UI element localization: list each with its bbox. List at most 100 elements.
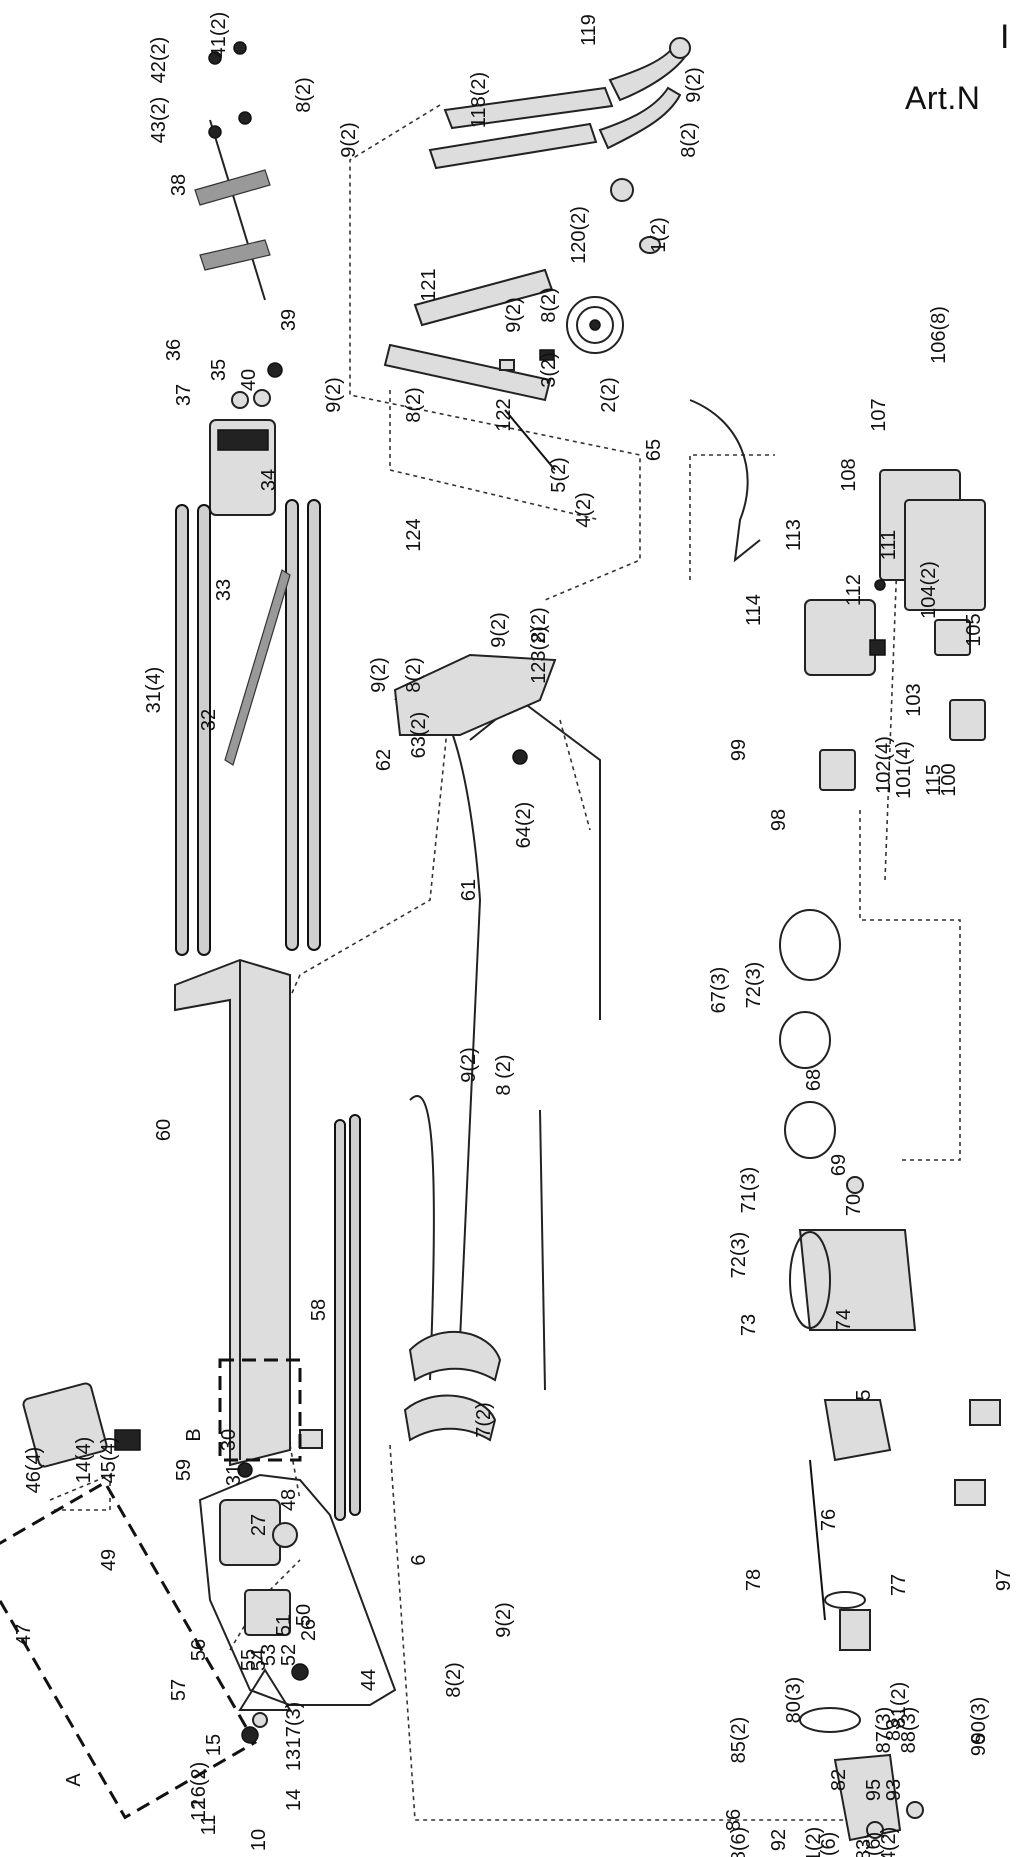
- part-label: 72(3): [743, 962, 765, 1009]
- main-body: [174, 958, 397, 1706]
- part-label: 47: [13, 1624, 35, 1646]
- part-label: 107: [868, 398, 890, 431]
- part-label: 32: [198, 709, 220, 731]
- part-label: 1(2): [648, 217, 670, 253]
- part-label: 59: [173, 1459, 195, 1481]
- part-label: 108: [838, 458, 860, 491]
- part-label: 69: [828, 1154, 850, 1176]
- part-label: 92: [768, 1829, 790, 1851]
- header-corner-glyph: I: [1000, 18, 1010, 56]
- part-label: 122: [493, 398, 515, 431]
- part-label: 115: [923, 764, 945, 796]
- part-label: 53: [258, 1644, 280, 1666]
- part-label: 8(2): [403, 657, 425, 693]
- part-label: 17(3): [283, 1702, 305, 1749]
- part-label: 89(6): [818, 1832, 840, 1857]
- article-number-label: Art.N: [905, 80, 981, 116]
- part-label: 9(2): [458, 1047, 480, 1083]
- part-label: 15: [203, 1734, 225, 1756]
- part-label: 90(3): [968, 1697, 990, 1744]
- motor-assembly: [779, 909, 1001, 1842]
- part-label: 94(2): [878, 1827, 900, 1857]
- part-label: 113: [783, 519, 805, 551]
- part-label: 95: [863, 1779, 885, 1801]
- part-label: 52: [278, 1644, 300, 1666]
- part-label: 104(2): [918, 561, 940, 619]
- upper-frame: [175, 41, 321, 956]
- part-label: 123(2): [528, 626, 550, 684]
- part-label: 44: [358, 1669, 380, 1691]
- part-label: 12: [188, 1799, 210, 1821]
- part-label: 74: [833, 1309, 855, 1331]
- part-label: 49: [98, 1549, 120, 1571]
- part-label: A: [63, 1773, 85, 1787]
- handle-assembly: [383, 37, 691, 471]
- part-label: 78: [743, 1569, 765, 1591]
- part-label: 39: [278, 309, 300, 331]
- part-label: 16(2): [188, 1762, 210, 1809]
- part-label: 72(3): [728, 1232, 750, 1279]
- part-labels: 42(2)41(2)43(2)3839403536373431(4)333260…: [13, 12, 1015, 1857]
- part-label: 27: [248, 1514, 270, 1536]
- part-label: 4(2): [573, 492, 595, 528]
- part-label: 42(2): [148, 37, 170, 84]
- part-label: 101(4): [893, 741, 915, 799]
- part-label: 111: [878, 530, 900, 560]
- part-label: 87(6): [863, 1832, 885, 1857]
- part-label: 98: [768, 809, 790, 831]
- part-label: 64(2): [513, 802, 535, 849]
- part-label: 60: [153, 1119, 175, 1141]
- part-label: 36: [163, 339, 185, 361]
- part-label: 54: [248, 1649, 270, 1671]
- part-label: 8(2): [293, 77, 315, 113]
- part-label: 51: [273, 1614, 295, 1636]
- part-label: 26: [298, 1619, 320, 1641]
- part-label: 57: [168, 1679, 190, 1701]
- part-label: 10: [248, 1829, 270, 1851]
- part-label: 38: [168, 174, 190, 196]
- part-label: 96: [968, 1734, 990, 1756]
- part-label: 88(3): [898, 1707, 920, 1754]
- part-label: 56: [188, 1639, 210, 1661]
- part-label: 103: [903, 683, 925, 716]
- part-label: 8(2): [443, 1662, 465, 1698]
- part-label: 40: [238, 369, 260, 391]
- part-label: 2(2): [598, 377, 620, 413]
- part-label: 77: [888, 1574, 910, 1596]
- part-label: 3(2): [538, 352, 560, 388]
- part-label: 43(2): [148, 97, 170, 144]
- part-label: 31: [223, 1464, 245, 1486]
- part-label: 62: [373, 749, 395, 771]
- part-label: 5: [853, 1389, 875, 1400]
- part-label: 50: [293, 1604, 315, 1626]
- part-label: 81(2): [888, 1682, 910, 1729]
- part-label: 9(2): [503, 297, 525, 333]
- part-label: 82: [828, 1769, 850, 1791]
- part-label: 76: [818, 1509, 840, 1531]
- part-label: 48: [278, 1489, 300, 1511]
- part-label: 5(2): [548, 457, 570, 493]
- part-label: 83: [853, 1839, 875, 1857]
- part-label: 9(2): [338, 122, 360, 158]
- part-label: 8(2): [538, 287, 560, 323]
- part-label: 124: [403, 518, 425, 551]
- part-label: 8(2): [403, 387, 425, 423]
- part-label: 102(4): [873, 736, 895, 794]
- part-label: 97: [993, 1569, 1015, 1591]
- part-label: 119: [578, 14, 600, 46]
- part-label: 86: [723, 1809, 745, 1831]
- part-label: 112: [843, 574, 865, 606]
- part-label: 118(2): [468, 72, 490, 128]
- part-label: 31(4): [143, 667, 165, 714]
- part-label: 63(2): [408, 712, 430, 759]
- part-label: 55: [238, 1649, 260, 1671]
- part-label: 30: [218, 1429, 240, 1451]
- part-label: 91(2): [803, 1827, 825, 1857]
- part-label: 71(3): [738, 1167, 760, 1214]
- part-label: 41(2): [208, 12, 230, 59]
- base-assembly: [0, 1358, 309, 1820]
- part-label: 70: [843, 1194, 865, 1216]
- part-label: 85(2): [728, 1717, 750, 1764]
- part-label: 37: [173, 384, 195, 406]
- part-label: 14: [283, 1789, 305, 1811]
